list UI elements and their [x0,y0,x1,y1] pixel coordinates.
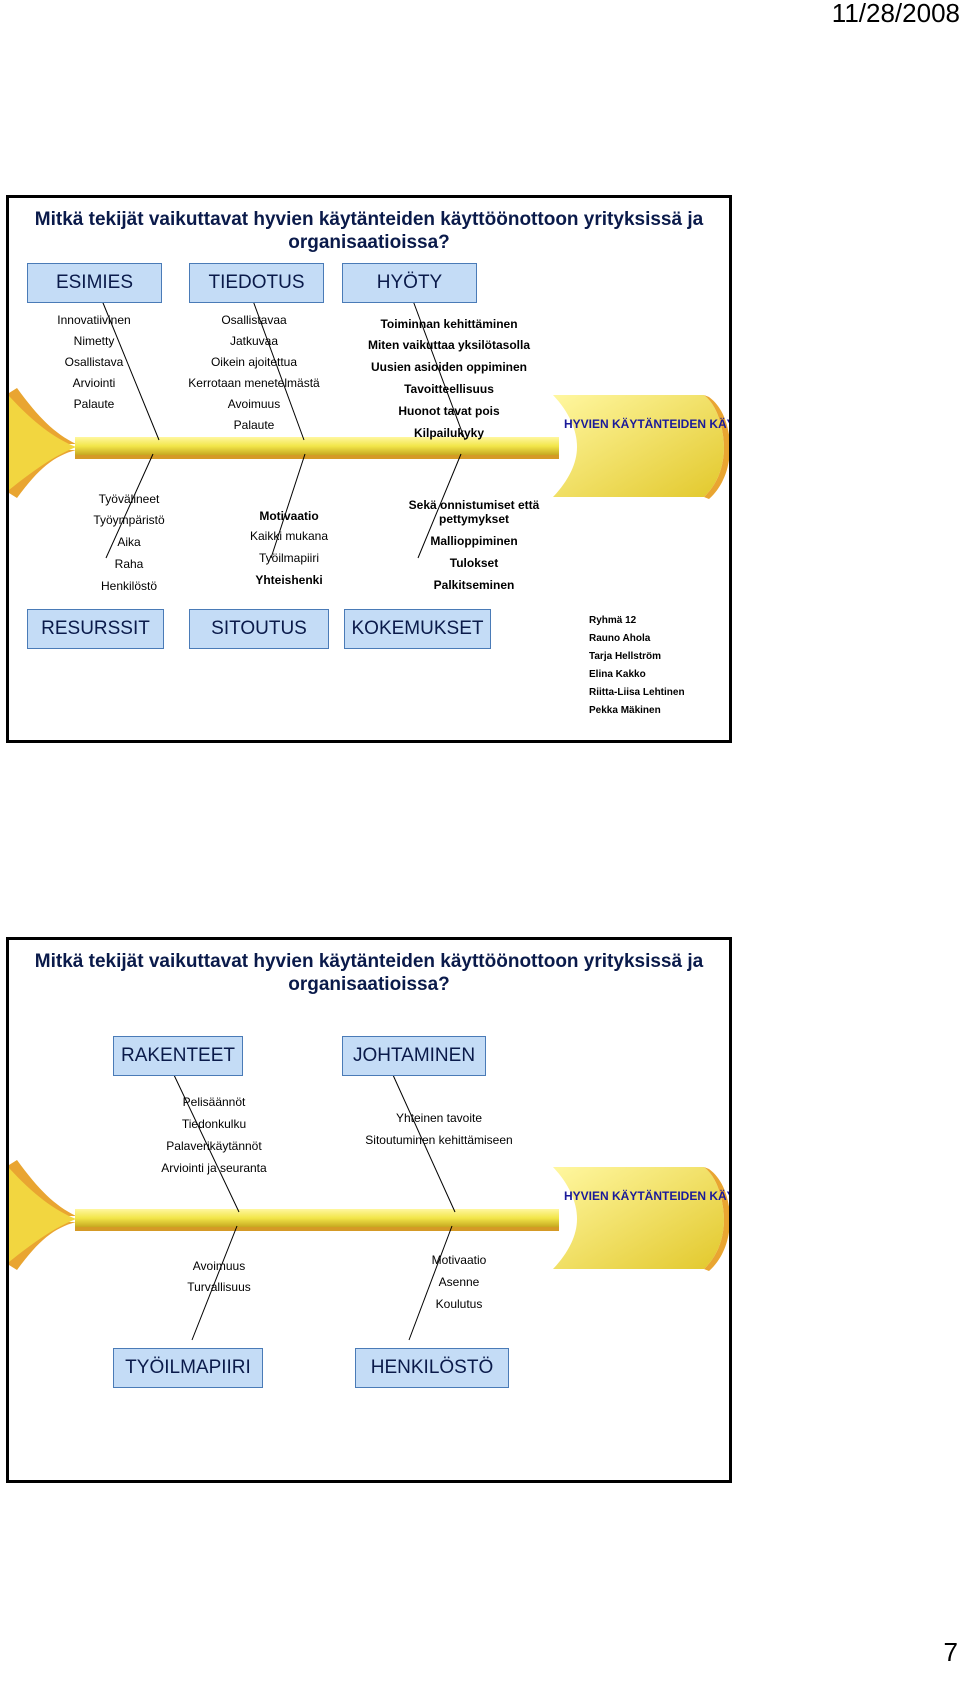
johtaminen-item: Yhteinen tavoite [395,1111,483,1125]
fish-spine-shadow [75,1227,559,1231]
group-member: Pekka Mäkinen [589,705,661,716]
group-member: Elina Kakko [589,669,646,680]
bone-tyoilmapiiri [191,1225,238,1341]
category-tyoilmapiiri: TYÖILMAPIIRI [113,1348,263,1388]
fishbone-diagram [9,297,729,559]
fish-tail [9,396,76,490]
category-hyoty: HYÖTY [342,263,477,303]
kokemukset-item: Tulokset [449,556,499,570]
fish-head [553,1167,724,1269]
bone-rakenteet [173,1074,240,1213]
fish-head-label: HYVIEN KÄYTÄNTEIDEN KÄYTTÖÖN- OTTO [564,1189,729,1203]
fish-head-shadow [704,395,729,499]
henkilosto-item: Asenne [438,1275,480,1289]
sitoutus-item: Kaikki mukana [249,529,329,543]
date-stamp: 11/28/2008 [831,0,960,28]
tiedotus-item: Jatkuvaa [229,334,279,348]
slide-1: Mitkä tekijät vaikuttavat hyvien käytänt… [6,195,732,743]
hyoty-item: Toiminnan kehittäminen [380,317,518,331]
hyoty-item: Uusien asioiden oppiminen [370,360,528,374]
tyoilmapiiri-item: Turvallisuus [187,1280,251,1294]
category-kokemukset: KOKEMUKSET [344,609,491,649]
hyoty-item: Tavoitteellisuus [404,382,494,396]
esimies-item: Nimetty [73,334,115,348]
esimies-item: Palaute [73,397,115,411]
resurssit-item: Henkilöstö [100,579,158,593]
resurssit-item: Työvälineet [98,492,160,506]
sitoutus-item: Työilmapiiri [258,551,319,565]
rakenteet-item: Pelisäännöt [182,1095,246,1109]
sitoutus-item: Yhteishenki [255,573,323,587]
fish-head-shadow [704,1167,729,1271]
fish-spine [75,1209,559,1227]
tyoilmapiiri-item: Avoimuus [192,1259,246,1273]
bone-kokemukset [417,453,462,559]
bone-hyoty [411,297,466,441]
category-henkilosto: HENKILÖSTÖ [355,1348,509,1388]
fish-spine [75,437,559,455]
esimies-item: Arviointi [72,376,116,390]
fishbone-diagram [9,1074,729,1341]
rakenteet-item: Palaverikäytännöt [166,1139,262,1153]
bone-sitoutus [270,453,306,559]
page-number: 7 [943,1637,958,1667]
resurssit-item: Raha [114,557,144,571]
esimies-item: Innovatiivinen [57,313,131,327]
kokemukset-item: Sekä onnistumiset että pettymykset [408,498,540,526]
hyoty-item: Huonot tavat pois [398,404,500,418]
bone-resurssit [105,453,154,559]
johtaminen-item: Sitoutuminen kehittämiseen [365,1133,513,1147]
kokemukset-item: Palkitseminen [433,578,515,592]
category-johtaminen: JOHTAMINEN [342,1036,486,1076]
group-member: Tarja Hellström [589,651,662,662]
tiedotus-item: Avoimuus [227,397,281,411]
category-resurssit: RESURSSIT [27,609,164,649]
fish-tail [9,1168,76,1262]
category-rakenteet: RAKENTEET [113,1036,243,1076]
group-member: Riitta-Liisa Lehtinen [589,687,685,698]
category-esimies: ESIMIES [27,263,162,303]
group-list: Ryhmä 12 Rauno Ahola Tarja Hellström Eli… [589,612,685,720]
esimies-item: Osallistava [64,355,124,369]
slide-1-title: Mitkä tekijät vaikuttavat hyvien käytänt… [34,209,704,253]
fish-head [553,395,724,497]
rakenteet-item: Tiedonkulku [181,1117,247,1131]
rakenteet-item: Arviointi ja seuranta [161,1161,267,1175]
bone-esimies [100,297,160,441]
tiedotus-item: Kerrotaan menetelmästä [188,376,320,390]
group-member: Rauno Ahola [589,633,651,644]
hyoty-item: Kilpailukyky [413,426,485,440]
henkilosto-item: Koulutus [435,1297,483,1311]
bone-tiedotus [251,297,305,441]
slide-2: Mitkä tekijät vaikuttavat hyvien käytänt… [6,937,732,1483]
slide-2-title: Mitkä tekijät vaikuttavat hyvien käytänt… [34,951,704,995]
fish-spine-shadow [75,455,559,459]
tiedotus-item: Osallistavaa [221,313,287,327]
henkilosto-item: Motivaatio [431,1253,487,1267]
resurssit-item: Aika [117,535,141,549]
group-name: Ryhmä 12 [589,615,637,626]
kokemukset-item: Mallioppiminen [430,534,518,548]
tiedotus-item: Oikein ajoitettua [210,355,298,369]
category-tiedotus: TIEDOTUS [189,263,324,303]
bone-johtaminen [392,1074,456,1213]
sitoutus-item: Motivaatio [259,509,319,523]
category-sitoutus: SITOUTUS [189,609,329,649]
fish-head-label: HYVIEN KÄYTÄNTEIDEN KÄYTTÖÖN- OTTO [564,417,729,431]
tiedotus-item: Palaute [233,418,275,432]
hyoty-item: Miten vaikuttaa yksilötasolla [367,338,531,352]
bone-henkilosto [408,1225,453,1341]
resurssit-item: Työympäristö [93,513,165,527]
